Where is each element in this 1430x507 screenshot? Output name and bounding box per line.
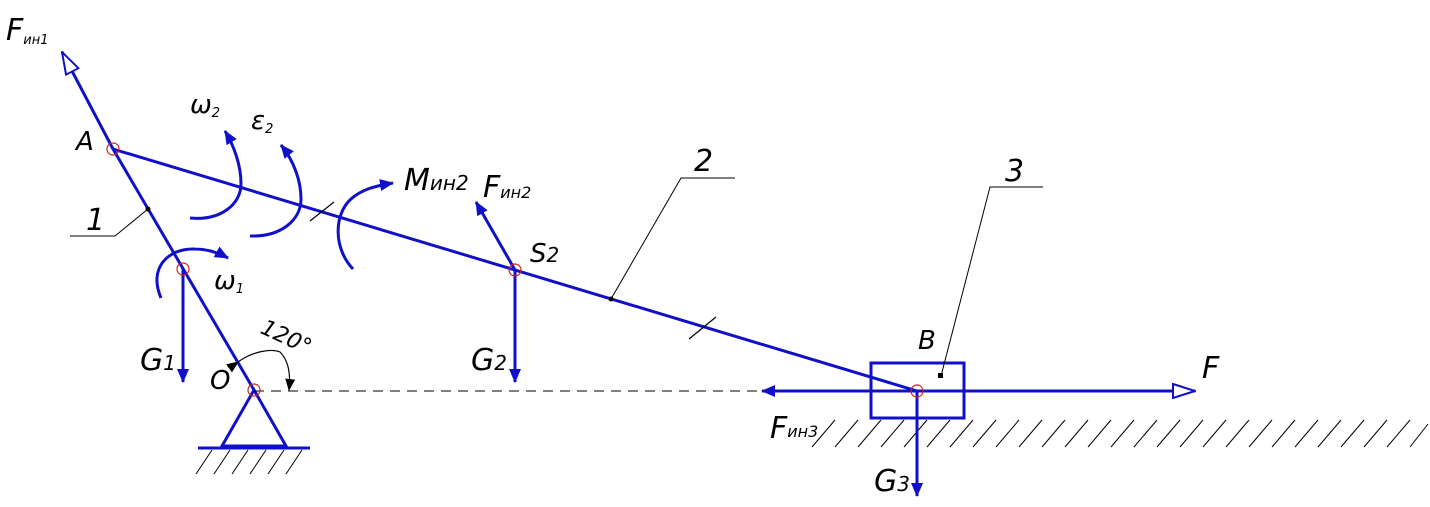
omega1-arc (155, 246, 229, 299)
label-g3-main: G (874, 464, 897, 499)
support-triangle (219, 386, 289, 448)
label-epsilon2-main: ε (251, 106, 265, 136)
label-omega1-main: ω (214, 266, 236, 296)
force-f-in1-vector (62, 52, 115, 150)
omega2-arc (189, 130, 243, 220)
label-g3: G3 (874, 464, 910, 499)
label-f-in3: Fин3 (770, 411, 818, 446)
label-omega1: ω1 (214, 266, 244, 297)
label-link-1: 1 (86, 203, 105, 238)
label-g1-sub: 1 (163, 351, 176, 375)
label-force-f: F (1202, 351, 1220, 386)
label-g3-sub: 3 (897, 472, 910, 496)
epsilon2-arc (249, 144, 303, 238)
leader-2 (610, 177, 735, 300)
label-g2-main: G (471, 343, 494, 378)
leader-3 (940, 186, 1043, 377)
label-omega2-sub: 2 (212, 106, 220, 121)
label-m-in2-main: M (404, 163, 430, 198)
force-f-in2-vector (474, 201, 517, 271)
ground-hatch-b (811, 419, 1429, 448)
label-g1: G1 (140, 343, 176, 378)
rod-tick-1 (309, 201, 335, 222)
label-angle: 120° (257, 315, 316, 360)
joint-s2 (508, 263, 522, 277)
label-m-in2: Mин2 (404, 163, 469, 198)
label-link-3: 3 (1005, 154, 1024, 189)
ground-hatch-o (195, 446, 310, 475)
label-g2: G2 (471, 343, 507, 378)
label-f-in1: Fин1 (6, 13, 49, 48)
label-g2-sub: 2 (494, 351, 507, 375)
label-link-2: 2 (694, 144, 713, 179)
label-omega2-main: ω (190, 90, 212, 120)
label-f-in2-main: F (483, 170, 501, 205)
label-omega2: ω2 (190, 90, 220, 121)
label-s2-main: S (530, 239, 547, 269)
label-f-in3-sub: ин3 (787, 422, 818, 441)
label-f-in2-sub: ин2 (500, 183, 531, 202)
label-s2-sub: 2 (547, 243, 560, 267)
leader-1-dot (145, 206, 151, 212)
joint-o (247, 383, 261, 397)
label-f-in1-sub: ин1 (23, 33, 48, 48)
label-point-o: O (210, 366, 230, 396)
leader-2-dot (608, 296, 614, 302)
label-epsilon2-sub: 2 (265, 122, 273, 137)
moment-m-in2-arc (336, 179, 394, 271)
label-s2: S2 (530, 239, 559, 269)
joint-a (106, 142, 120, 156)
label-point-b: B (918, 326, 936, 356)
angle-arc (226, 349, 296, 391)
label-m-in2-sub: ин2 (430, 171, 469, 195)
label-f-in1-main: F (6, 13, 24, 48)
label-f-in3-main: F (770, 411, 788, 446)
joint-b (910, 384, 924, 398)
label-g1-main: G (140, 343, 163, 378)
label-omega1-sub: 1 (236, 282, 244, 297)
slider-center-dot (938, 373, 943, 378)
leader-1 (70, 208, 149, 237)
label-epsilon2: ε2 (251, 106, 273, 137)
label-f-in2: Fин2 (483, 170, 531, 205)
joint-s1 (176, 262, 190, 276)
label-point-a: A (74, 127, 94, 157)
rod-tick-2 (688, 316, 717, 340)
